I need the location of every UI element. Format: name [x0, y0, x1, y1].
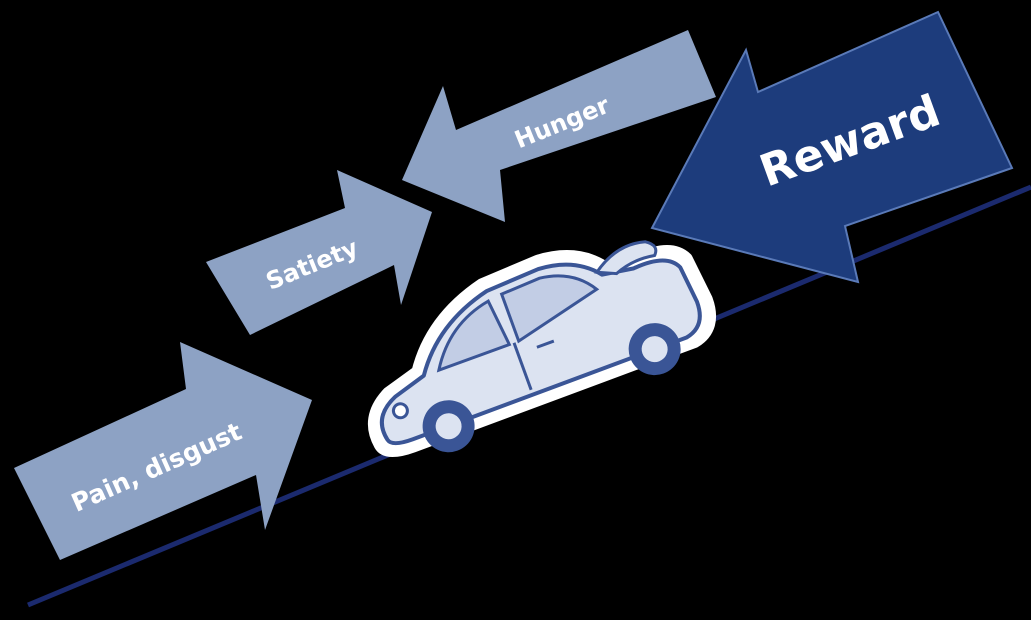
satiety-arrow: Satiety	[206, 170, 432, 335]
car-icon	[367, 240, 717, 458]
hunger-arrow: Hunger	[402, 30, 716, 222]
pain-disgust-arrow: Pain, disgust	[14, 342, 312, 560]
reward-arrow: Reward	[650, 10, 1014, 284]
